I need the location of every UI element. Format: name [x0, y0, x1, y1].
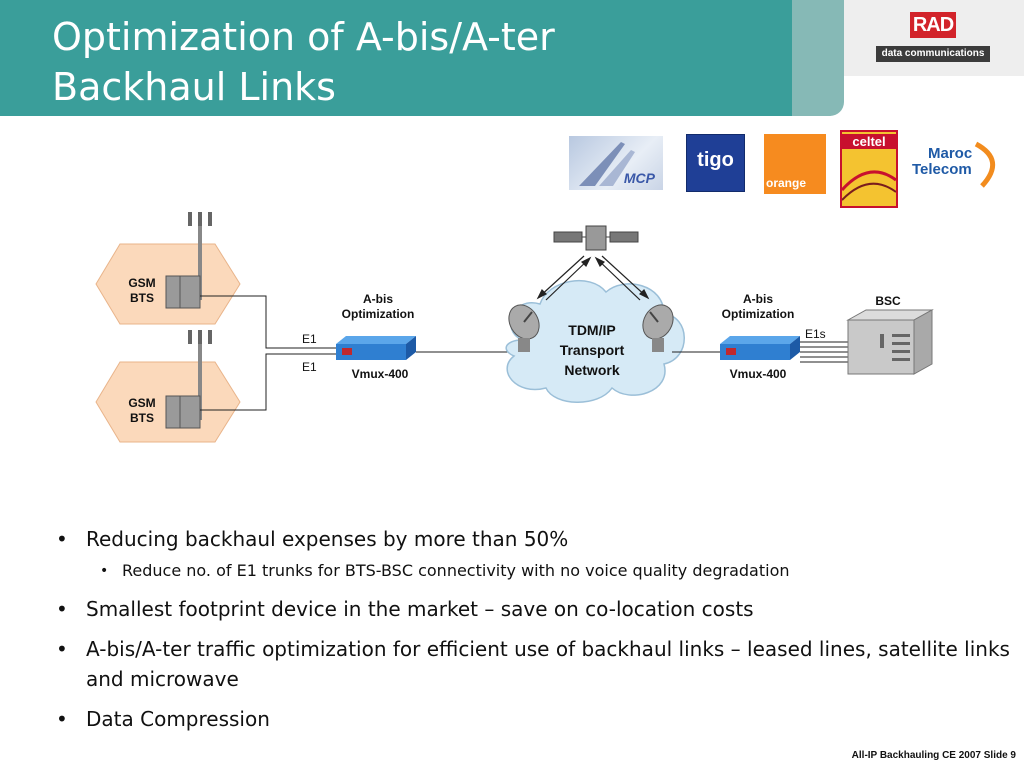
right-optimization-line-1: A-bis — [743, 292, 773, 306]
tigo-logo: tigo — [686, 134, 745, 192]
left-device-label: Vmux-400 — [351, 367, 409, 381]
bullet-item: Smallest footprint device in the market … — [52, 594, 1012, 624]
bsc-label: BSC — [875, 294, 901, 308]
bts-bottom-label: GSM BTS — [120, 396, 164, 426]
maroc-swoosh-icon — [974, 141, 995, 188]
bts-top-label-line-2: BTS — [130, 291, 154, 305]
left-optimization-label: A-bis Optimization — [326, 292, 430, 322]
bts-bottom-label-line-1: GSM — [128, 396, 156, 410]
right-optimization-label: A-bis Optimization — [706, 292, 810, 322]
transport-network-cloud — [505, 279, 685, 403]
rad-tagline: data communications — [876, 46, 990, 62]
maroc-logo-line-1: Maroc — [928, 145, 973, 162]
bts-bottom-tower-icon — [165, 330, 212, 429]
bts-top-label: GSM BTS — [120, 276, 164, 306]
e1s-links — [800, 341, 848, 363]
bullet-item: Reducing backhaul expenses by more than … — [52, 524, 1012, 554]
banner-accent — [792, 0, 844, 116]
bullet-list: Reducing backhaul expenses by more than … — [52, 524, 1012, 744]
rad-wordmark: RAD — [910, 12, 956, 38]
mcp-logo: MCP — [569, 136, 663, 190]
slide-footer: All-IP Backhauling CE 2007 Slide 9 — [851, 750, 1016, 761]
e1-link-bottom — [200, 353, 336, 411]
left-optimization-line-2: Optimization — [341, 307, 415, 321]
page-title: Optimization of A-bis/A-ter Backhaul Lin… — [52, 12, 555, 112]
bsc-cabinet-icon — [846, 309, 934, 375]
e1-top-label: E1 — [302, 332, 317, 346]
left-vmux-device-icon — [336, 336, 416, 360]
bts-top-label-line-1: GSM — [128, 276, 156, 290]
bts-bottom-label-line-2: BTS — [130, 411, 154, 425]
left-satellite-dish-icon — [508, 304, 540, 352]
bts-top-tower-icon — [165, 212, 212, 309]
mcp-swoosh-icon — [579, 142, 635, 186]
title-line-1: Optimization of A-bis/A-ter — [52, 15, 555, 59]
orange-logo: orange — [764, 134, 826, 194]
rad-logo: RAD data communications — [876, 12, 992, 64]
right-satellite-dish-icon — [642, 304, 674, 352]
cloud-label-line-2: Transport — [559, 342, 625, 358]
maroc-logo-line-2: Telecom — [912, 161, 972, 178]
cloud-label-line-1: TDM/IP — [568, 322, 616, 338]
orange-logo-text: orange — [766, 176, 807, 190]
bullet-item: A-bis/A-ter traffic optimization for eff… — [52, 634, 1012, 694]
left-optimization-line-1: A-bis — [363, 292, 393, 306]
title-line-2: Backhaul Links — [52, 65, 336, 109]
sub-bullet-item: Reduce no. of E1 trunks for BTS-BSC conn… — [52, 560, 1012, 582]
bullet-item: Data Compression — [52, 704, 1012, 734]
right-optimization-line-2: Optimization — [721, 307, 795, 321]
celtel-logo: celtel — [840, 130, 898, 208]
e1-bottom-label: E1 — [302, 360, 317, 374]
celtel-pattern-icon — [842, 170, 896, 201]
tigo-logo-text: tigo — [697, 149, 734, 171]
right-device-label: Vmux-400 — [729, 367, 787, 381]
title-banner — [0, 0, 842, 116]
e1s-label: E1s — [805, 327, 826, 341]
right-vmux-device-icon — [720, 336, 800, 360]
maroc-telecom-logo: Maroc Telecom — [906, 140, 1006, 190]
e1-link-top — [200, 295, 336, 349]
cloud-label: TDM/IP Transport Network — [542, 320, 642, 380]
mcp-logo-text: MCP — [623, 170, 655, 186]
celtel-logo-text: celtel — [842, 134, 896, 149]
satellite-icon — [553, 225, 639, 251]
satellite-uplink-arrows — [536, 255, 650, 301]
cloud-label-line-3: Network — [564, 362, 620, 378]
